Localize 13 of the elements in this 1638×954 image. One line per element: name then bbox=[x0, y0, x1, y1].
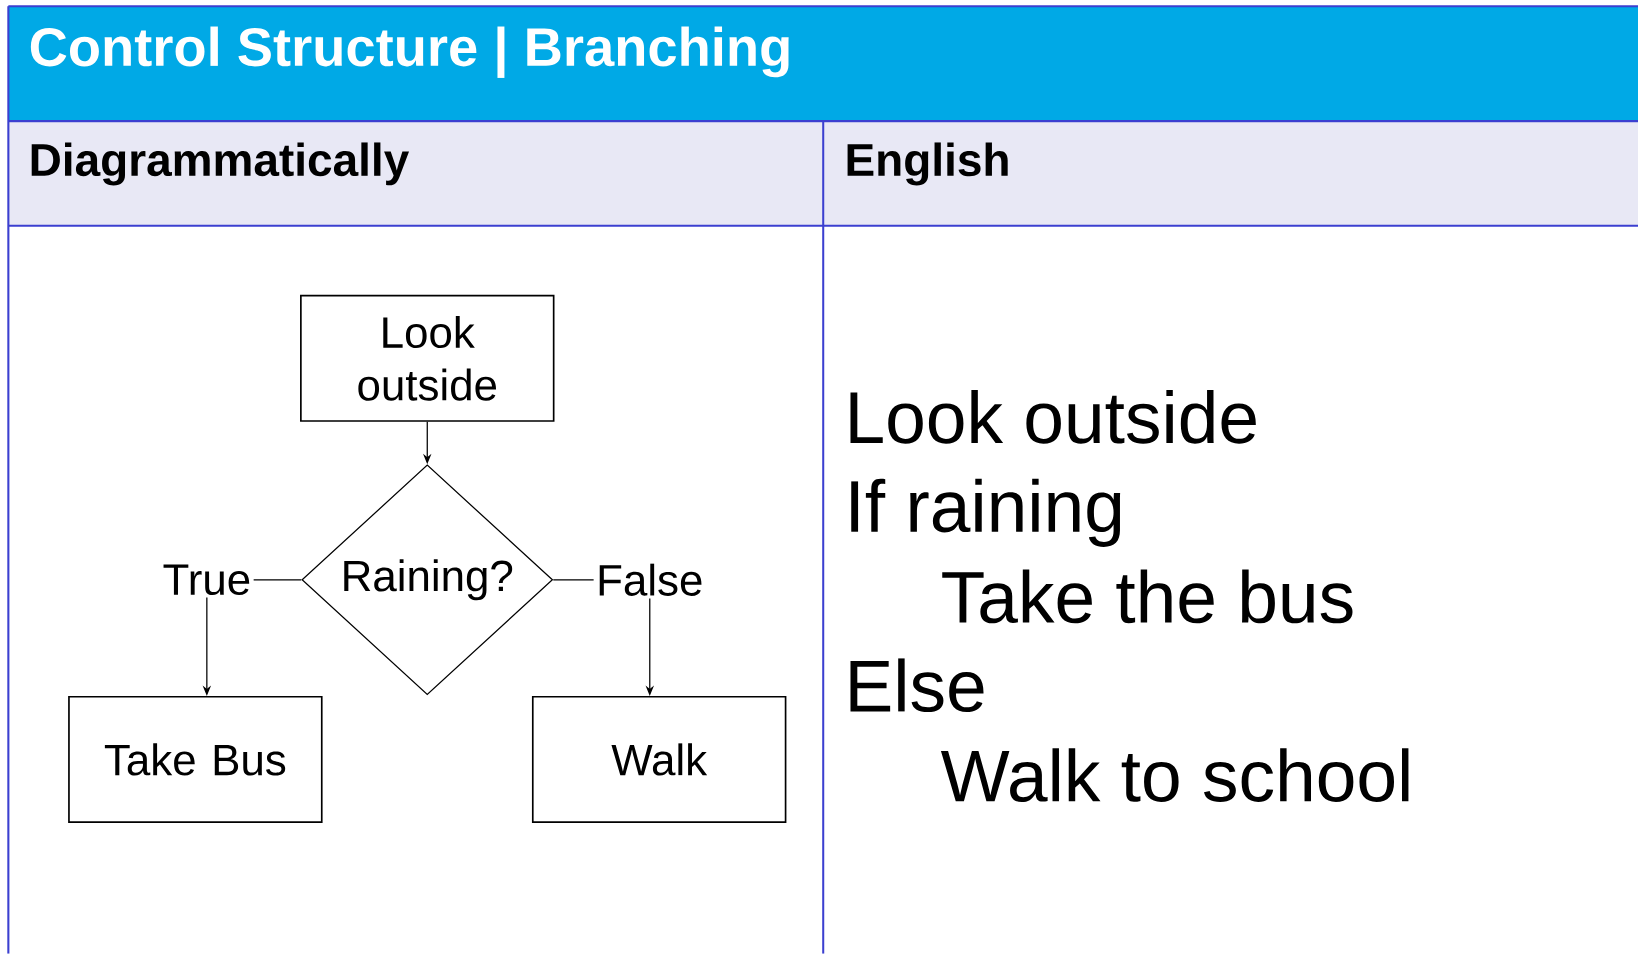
code-line: Look outside bbox=[850, 390, 1256, 444]
process-box: Look outside bbox=[300, 294, 555, 422]
code-line: Walk to school bbox=[940, 748, 1409, 803]
code-line: Take the bus bbox=[942, 569, 1353, 624]
branch-label: True bbox=[163, 564, 250, 596]
code-line: Else bbox=[850, 658, 984, 713]
branch-label: False bbox=[599, 563, 702, 596]
process-box: Walk bbox=[531, 696, 787, 824]
column-heading: English bbox=[847, 142, 1008, 186]
title: Control Structure | Branching bbox=[30, 26, 789, 79]
process-box: Take Bus bbox=[68, 696, 323, 824]
column-heading: Diagrammatically bbox=[31, 142, 410, 186]
code-line: If raining bbox=[851, 478, 1121, 547]
